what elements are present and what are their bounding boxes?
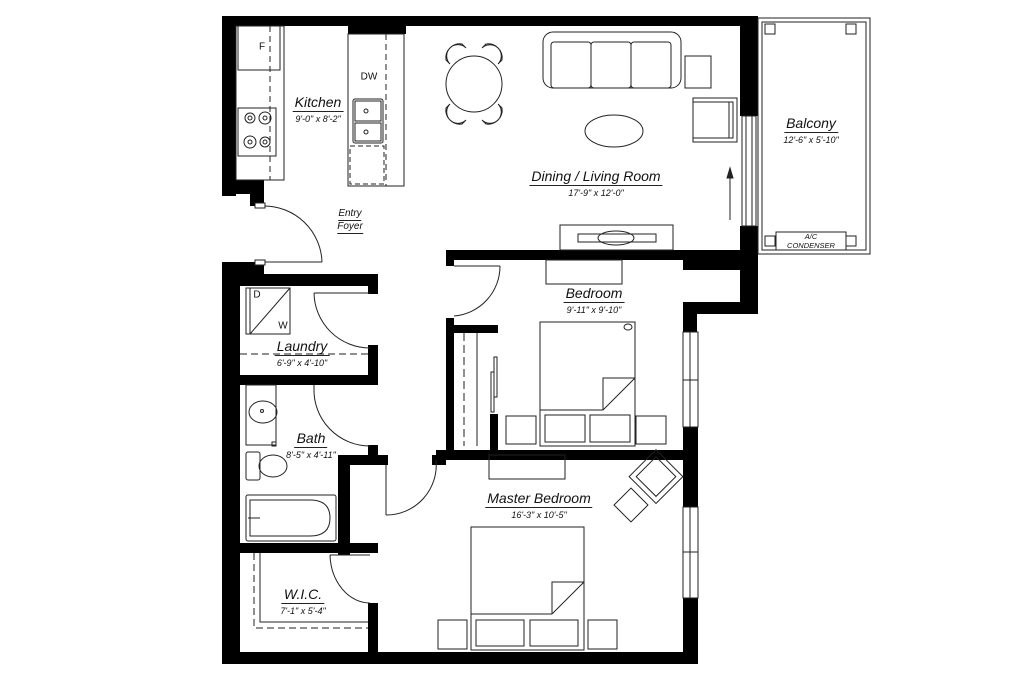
room-dimensions: 12'-6" x 5'-10" (783, 135, 839, 145)
room-label-kitchen: Kitchen 9'-0" x 8'-2" (292, 94, 344, 124)
ac-label-line1: A/C (804, 232, 818, 241)
room-name-line2: Foyer (337, 221, 363, 234)
balcony-slider (726, 115, 757, 227)
entry-door (254, 202, 323, 266)
room-dimensions: 17'-9" x 12'-0" (568, 188, 624, 198)
room-label-bath: Bath 8'-5" x 4'-11" (286, 430, 336, 461)
sofa (542, 31, 738, 148)
dryer-label: D (253, 289, 261, 301)
walls (222, 16, 758, 664)
room-name: Bedroom (563, 285, 625, 303)
balcony-outline (757, 17, 871, 255)
room-label-master-bedroom: Master Bedroom 16'-3" x 10'-5" (485, 490, 593, 520)
room-label-bedroom: Bedroom 9'-11" x 9'-10" (563, 285, 625, 315)
wic-fixtures (253, 553, 371, 629)
ac-condenser-label: A/C CONDENSER (776, 232, 846, 250)
room-dimensions: 6'-9" x 4'-10" (276, 358, 328, 368)
room-name: Kitchen (292, 94, 344, 112)
windows (682, 331, 699, 599)
media-console (559, 224, 674, 251)
dishwasher-label: DW (360, 71, 378, 83)
room-label-entry-foyer: Entry Foyer (337, 208, 363, 234)
fridge (237, 25, 281, 71)
stove (237, 107, 277, 157)
room-name: Balcony (784, 115, 838, 133)
room-label-dining-living: Dining / Living Room 17'-9" x 12'-0" (529, 168, 663, 198)
laundry-fixtures (240, 287, 371, 355)
fridge-label: F (258, 41, 266, 53)
dining-set (445, 43, 503, 125)
washer-label: W (278, 320, 288, 332)
room-dimensions: 7'-1" x 5'-4" (280, 606, 326, 616)
bedroom-fixtures (453, 259, 667, 447)
room-dimensions: 8'-5" x 4'-11" (286, 450, 336, 460)
room-name: W.I.C. (281, 586, 325, 604)
room-dimensions: 9'-11" x 9'-10" (566, 305, 622, 315)
bath-fixtures (245, 384, 371, 542)
room-label-laundry: Laundry 6'-9" x 4'-10" (274, 338, 330, 368)
master-bedroom-fixtures (385, 449, 684, 651)
room-label-wic: W.I.C. 7'-1" x 5'-4" (280, 586, 326, 617)
kitchen-fixtures (235, 25, 405, 187)
room-name: Master Bedroom (485, 490, 593, 508)
room-dimensions: 16'-3" x 10'-5" (511, 510, 567, 520)
side-table (684, 55, 712, 89)
room-dimensions: 9'-0" x 8'-2" (295, 114, 341, 124)
room-label-balcony: Balcony 12'-6" x 5'-10" (783, 115, 839, 146)
ac-label-line2: CONDENSER (787, 241, 835, 250)
room-name-line1: Entry (338, 208, 362, 221)
room-name: Bath (294, 430, 328, 448)
room-name: Dining / Living Room (529, 168, 663, 186)
room-name: Laundry (274, 338, 330, 356)
